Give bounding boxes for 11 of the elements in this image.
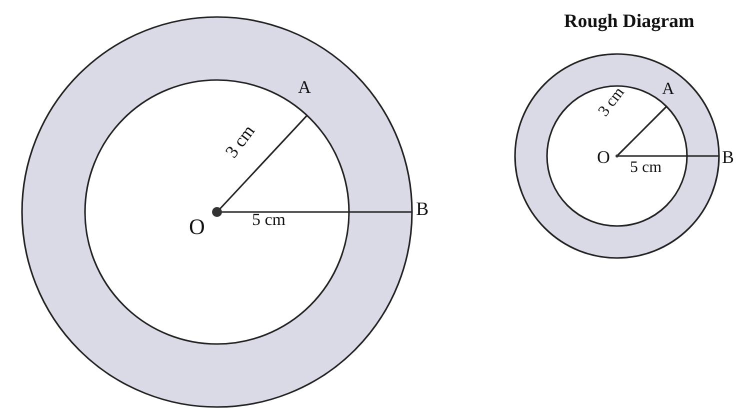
diagram-title: Rough Diagram xyxy=(564,12,694,31)
point-label: A xyxy=(662,80,674,97)
point-label: A xyxy=(298,78,311,96)
point-label: O xyxy=(597,148,610,166)
point-label: O xyxy=(189,216,205,238)
length-label: 5 cm xyxy=(252,211,286,228)
length-label: 3 cm xyxy=(222,122,258,161)
point-label: B xyxy=(416,200,429,219)
length-label: 3 cm xyxy=(596,84,628,120)
point-label: B xyxy=(722,148,734,166)
length-label: 5 cm xyxy=(630,160,662,176)
